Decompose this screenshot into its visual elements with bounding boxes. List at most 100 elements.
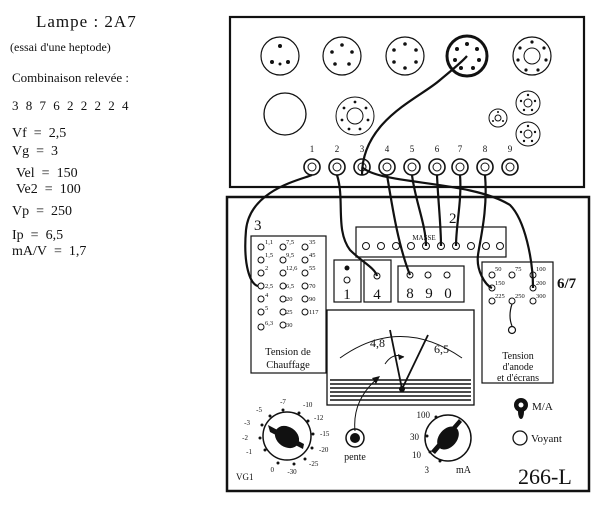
heater-jack[interactable]: 2 <box>257 265 268 277</box>
heater-jack[interactable]: 5 <box>257 305 268 316</box>
svg-text:6,5: 6,5 <box>286 283 294 290</box>
masse-jack[interactable] <box>377 242 385 250</box>
heater-jack-selected[interactable]: 2,5 <box>257 282 273 290</box>
heater-jack[interactable]: 20 <box>279 295 293 303</box>
selector-box-2[interactable]: 4 <box>363 259 392 303</box>
svg-text:-20: -20 <box>319 446 329 454</box>
pin-jack-8 <box>476 158 494 176</box>
pin-labels: 1 2 3 4 5 6 7 8 9 <box>310 144 513 154</box>
svg-text:200: 200 <box>536 280 546 287</box>
svg-text:-7: -7 <box>280 398 286 406</box>
heater-jack[interactable]: 25 <box>279 308 293 316</box>
svg-text:225: 225 <box>495 293 505 300</box>
anode-jack[interactable]: 225 <box>488 293 505 305</box>
pin-jack-7 <box>451 158 469 176</box>
heater-jack[interactable]: 1,5 <box>257 252 273 264</box>
pin-label: 2 <box>335 144 340 154</box>
pin-jack-4 <box>378 158 396 176</box>
selector-box-3[interactable]: 8 9 0 <box>397 265 465 303</box>
svg-text:30: 30 <box>286 322 293 329</box>
svg-text:6,3: 6,3 <box>265 320 273 327</box>
heater-jack[interactable]: 90 <box>301 295 316 303</box>
heater-jack[interactable]: 7,5 <box>279 239 294 251</box>
heater-jack[interactable]: 30 <box>279 321 293 329</box>
tube-socket-5[interactable] <box>512 36 552 76</box>
anode-plug[interactable] <box>507 325 517 335</box>
heater-jack[interactable]: 1,1 <box>257 239 273 251</box>
tube-socket-2[interactable] <box>322 36 362 76</box>
anode-jack[interactable]: 75 <box>508 266 522 279</box>
anode-jack[interactable]: 50 <box>488 266 502 279</box>
tube-socket-7[interactable] <box>335 96 375 136</box>
tube-socket-6[interactable] <box>263 92 307 136</box>
pin-jacks[interactable] <box>303 158 519 176</box>
masse-jack[interactable] <box>467 242 475 250</box>
section-67-label: 6/7 <box>557 276 577 292</box>
heater-jack[interactable]: 35 <box>301 239 316 251</box>
cable-pin3-socket <box>360 55 468 176</box>
pin-jack-2 <box>328 158 346 176</box>
selector-1-label: 1 <box>343 287 351 303</box>
heater-jack[interactable]: 55 <box>301 265 316 277</box>
ma-range-knob[interactable]: 100 30 10 3 mA <box>410 410 472 476</box>
svg-text:75: 75 <box>515 266 522 273</box>
svg-text:2: 2 <box>265 265 268 272</box>
masse-jack[interactable] <box>407 242 415 250</box>
tube-socket-10[interactable] <box>515 121 541 147</box>
masse-jack[interactable] <box>392 242 400 250</box>
heater-jack[interactable]: 70 <box>301 282 316 290</box>
heater-jack[interactable]: 6,5 <box>279 282 294 290</box>
heater-jack[interactable]: 117 <box>301 308 319 316</box>
pente-arrow <box>354 377 379 432</box>
power-switch[interactable]: M/A <box>514 398 553 419</box>
heater-jack[interactable]: 12,6 <box>279 265 298 277</box>
param-mav: mA/V = 1,7 <box>12 244 87 259</box>
svg-text:3: 3 <box>425 465 430 475</box>
masse-label: MASSE <box>412 234 435 242</box>
heater-label-line2: Chauffage <box>266 360 310 371</box>
pente-button[interactable]: pente <box>344 428 366 463</box>
heater-jack[interactable]: 4 <box>257 292 269 303</box>
combination-values: 3 8 7 6 2 2 2 2 4 <box>12 98 131 113</box>
svg-text:9,5: 9,5 <box>286 252 294 259</box>
heater-label-line1: Tension de <box>265 347 311 358</box>
heater-voltage-block: 1,1 1,5 2 2,5 4 5 6,3 7,5 9,5 12,6 6,5 2… <box>250 235 327 374</box>
heater-jack[interactable]: 9,5 <box>279 252 294 264</box>
meter: 4,8 6,5 <box>326 309 475 406</box>
anode-jack[interactable]: 150 <box>488 280 505 292</box>
pin-jack-5 <box>403 158 421 176</box>
tube-socket-8[interactable] <box>515 90 541 116</box>
svg-text:20: 20 <box>286 296 293 303</box>
param-vp: Vp = 250 <box>12 204 73 219</box>
pin-label: 8 <box>483 144 488 154</box>
heater-jack[interactable]: 45 <box>301 252 316 264</box>
heater-jack[interactable]: 6,3 <box>257 320 273 331</box>
masse-jack[interactable] <box>496 242 504 250</box>
pin-jack-9 <box>501 158 519 176</box>
anode-label-line1: Tension <box>502 351 534 362</box>
pin-label: 7 <box>458 144 463 154</box>
pente-label: pente <box>344 452 366 463</box>
svg-text:35: 35 <box>309 239 316 246</box>
anode-jack[interactable]: 250 <box>508 293 525 305</box>
svg-text:50: 50 <box>495 266 502 273</box>
svg-text:-1: -1 <box>246 448 252 456</box>
svg-text:-25: -25 <box>309 460 319 468</box>
tube-socket-1[interactable] <box>260 36 300 76</box>
masse-jack[interactable] <box>482 242 490 250</box>
svg-text:117: 117 <box>309 309 319 316</box>
masse-jack[interactable] <box>362 242 370 250</box>
param-vg: Vg = 3 <box>12 144 59 159</box>
tube-socket-4-selected[interactable] <box>445 34 489 78</box>
tube-socket-3[interactable] <box>385 36 425 76</box>
pin-label: 6 <box>435 144 440 154</box>
pin-jack-6 <box>428 158 446 176</box>
vg1-knob[interactable]: -1 -2 -3 -5 -7 -10 -12 -15 -20 -25 -30 0… <box>236 398 330 482</box>
tube-socket-9[interactable] <box>488 108 508 128</box>
svg-text:90: 90 <box>309 296 316 303</box>
cable-pin4-selector <box>385 174 412 276</box>
svg-text:55: 55 <box>309 265 316 272</box>
selector-box-1[interactable]: 1 <box>333 259 362 303</box>
anode-jack[interactable]: 300 <box>529 293 546 305</box>
svg-text:300: 300 <box>536 293 546 300</box>
